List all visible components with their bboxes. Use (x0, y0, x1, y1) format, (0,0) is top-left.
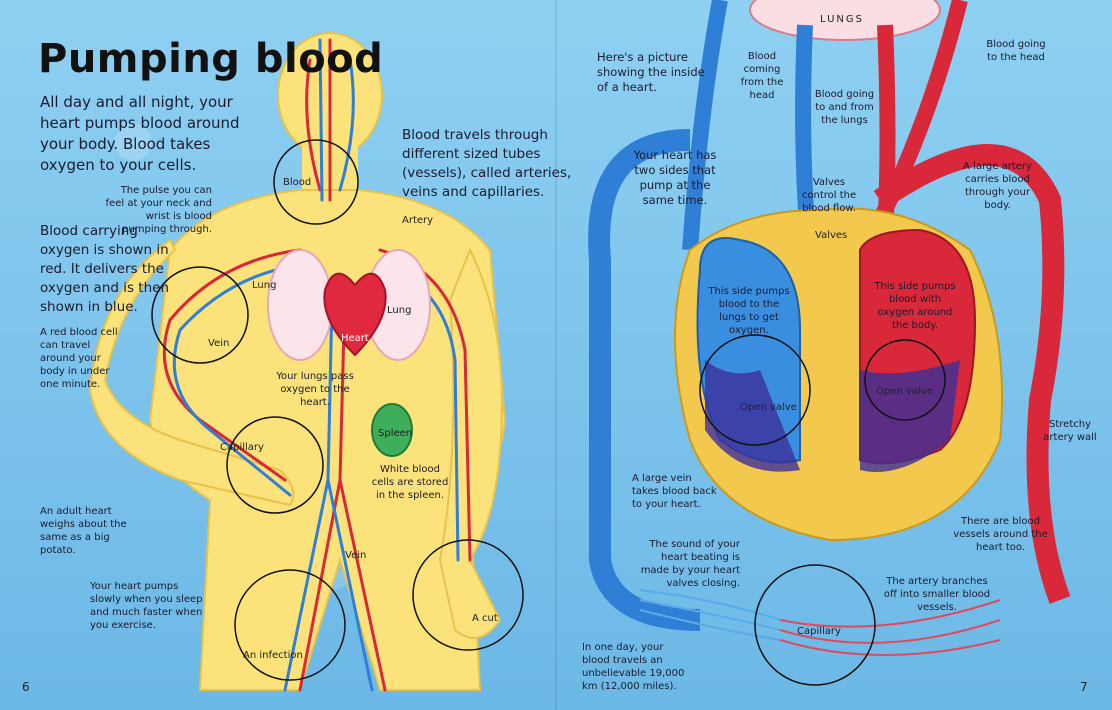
label-capillary-right: Capillary (797, 626, 841, 637)
pulse-text: The pulse you can feel at your neck and … (105, 185, 212, 235)
label-open-valve-left: Open valve (740, 402, 797, 413)
artery-branches-text: The artery branches off into smaller blo… (883, 576, 991, 613)
label-open-valve-right: Open valve (876, 386, 933, 397)
label-blood: Blood (283, 177, 312, 188)
one-day-text: In one day, your blood travels an unbeli… (582, 642, 685, 692)
left-side-text: This side pumps blood to the lungs to ge… (708, 286, 790, 336)
oxygen-text: Blood carrying oxygen is shown in red. I… (40, 223, 170, 315)
heart-weight-text: An adult heart weighs about the same as … (40, 506, 127, 556)
label-spleen: Spleen (378, 428, 413, 439)
label-capillary: Capillary (220, 442, 264, 453)
blood-head-text: Blood coming from the head (740, 51, 784, 101)
heart-cross-section (588, 0, 1071, 686)
label-vein-lower: Vein (345, 550, 367, 561)
label-lung-right: Lung (387, 305, 412, 316)
label-valves: Valves (815, 230, 848, 241)
large-vein-text: A large vein takes blood back to your he… (632, 473, 717, 510)
two-sides-text: Your heart has two sides that pump at th… (633, 148, 717, 207)
picture-text: Here's a picture showing the inside of a… (597, 50, 705, 94)
page-gutter (555, 0, 557, 710)
blood-lungs-text: Blood going to and from the lungs (814, 89, 875, 126)
large-artery-text: A large artery carries blood through you… (963, 161, 1032, 211)
vessels-text: Blood travels through different sized tu… (402, 127, 572, 200)
lungs-text: Your lungs pass oxygen to the heart. (276, 371, 354, 408)
label-lungs: LUNGS (820, 14, 864, 25)
vessels-heart-text: There are blood vessels around the heart… (953, 516, 1048, 553)
spleen-text: White blood cells are stored in the sple… (371, 464, 449, 501)
label-an-infection: An infection (243, 650, 303, 661)
blood-going-head-text: Blood going to the head (986, 39, 1046, 63)
red-cell-text: A red blood cell can travel around your … (40, 327, 118, 390)
page-title: Pumping blood (38, 36, 384, 82)
intro-text: All day and all night, your heart pumps … (40, 93, 240, 174)
page-number-right: 7 (1080, 680, 1088, 694)
sound-text: The sound of your heart beating is made … (640, 539, 740, 589)
label-a-cut: A cut (472, 613, 498, 624)
page-number-left: 6 (22, 680, 30, 694)
label-vein: Vein (208, 338, 230, 349)
human-body-figure (88, 32, 524, 692)
label-artery: Artery (402, 215, 434, 226)
label-heart: Heart (341, 333, 369, 344)
valves-control-text: Valves control the blood flow. (801, 177, 857, 214)
pump-slowly-text: Your heart pumps slowly when you sleep a… (90, 581, 203, 631)
stretchy-text: Stretchy artery wall (1043, 419, 1097, 443)
label-lung-left: Lung (252, 280, 277, 291)
right-side-text: This side pumps blood with oxygen around… (874, 281, 956, 331)
